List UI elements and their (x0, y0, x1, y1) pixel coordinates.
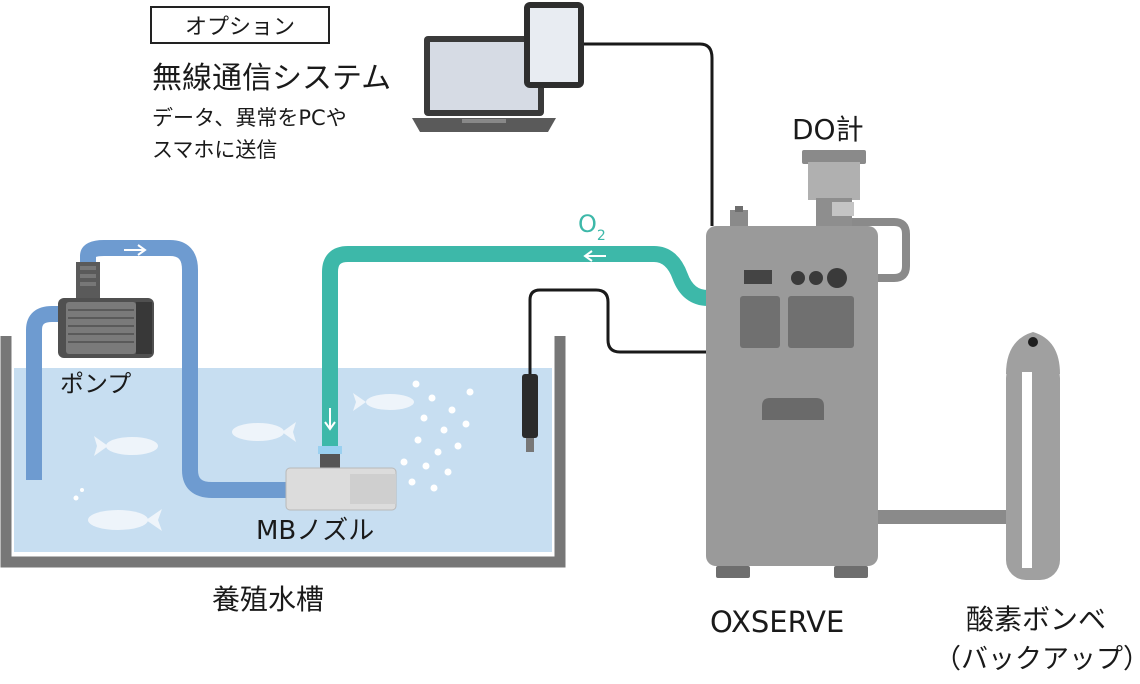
do-sensor-probe (522, 374, 538, 452)
fish-group (88, 393, 414, 531)
do-meter-label: DO計 (792, 113, 864, 146)
oxygen-pipe (322, 246, 709, 448)
mb-nozzle (285, 446, 397, 511)
do-sensor-cable (528, 288, 708, 376)
laptop-icon (412, 36, 556, 132)
oxserve-label: OXSERVE (710, 605, 845, 639)
cylinder-connection (878, 510, 1008, 524)
pump-outlet-pipe (80, 240, 290, 498)
option-badge: オプション (150, 6, 330, 44)
cylinder-label: 酸素ボンベ (966, 603, 1107, 636)
tank-wall (0, 336, 566, 568)
do-meter (802, 150, 910, 282)
o2-label: O2 (578, 210, 606, 244)
wireless-desc-line2: スマホに送信 (152, 138, 278, 162)
pump-label: ポンプ (60, 370, 132, 398)
pump (58, 262, 154, 358)
tablet-icon (524, 2, 584, 88)
oxserve-unit (706, 206, 878, 578)
pump-intake-pipe (26, 306, 66, 480)
flow-arrow-icon (124, 244, 147, 256)
tank-label: 養殖水槽 (212, 583, 325, 616)
flow-arrow-icon (583, 250, 606, 262)
micro-bubbles (73, 380, 474, 501)
fish-icon (232, 422, 296, 442)
fish-icon (353, 393, 414, 411)
mb-nozzle-label: MBノズル (256, 516, 375, 546)
wireless-desc-line1: データ、異常をPCや (152, 106, 347, 130)
fish-icon (88, 509, 162, 531)
oxygen-cylinder (1006, 332, 1060, 580)
wireless-system-title: 無線通信システム (152, 61, 392, 96)
flow-arrow-icon (324, 408, 336, 431)
cylinder-backup-label: （バックアップ） (934, 644, 1140, 675)
fish-icon (94, 436, 158, 456)
comm-cable (580, 42, 714, 226)
